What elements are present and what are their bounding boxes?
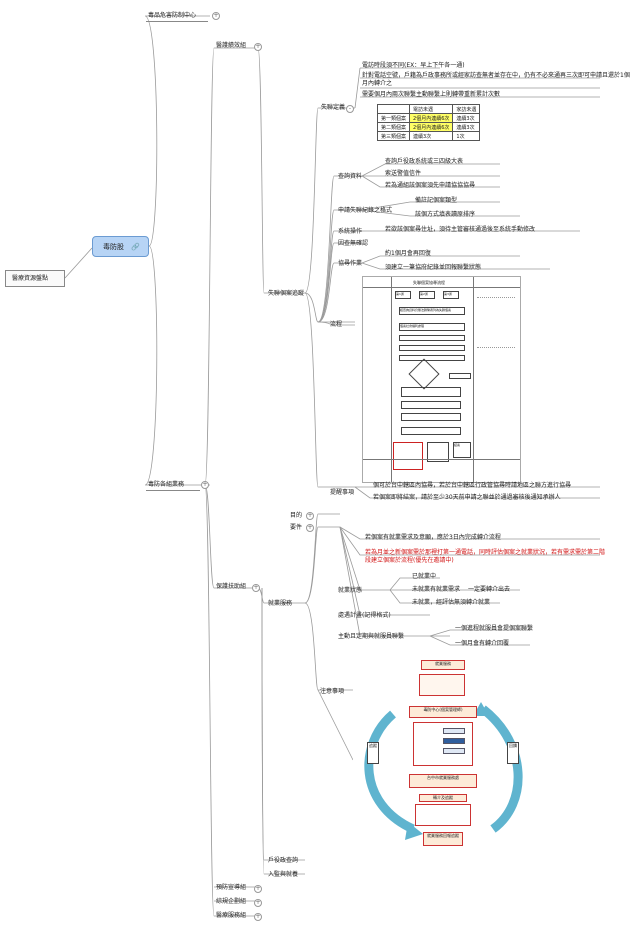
side-label: 醫療資源盤點 xyxy=(12,275,49,282)
group-label[interactable]: 醫護績效組 xyxy=(216,42,247,49)
expand-icon[interactable]: + xyxy=(254,899,262,907)
lost-def-text: 針對電話空號，戶籍為戶政事務所或經家訪查無者並存在中，仍有不必來通再三次即可申請… xyxy=(362,72,630,87)
root-label: 毒防股 xyxy=(103,243,124,251)
branch-label[interactable]: 入監與就養 xyxy=(268,871,299,878)
expand-icon[interactable]: + xyxy=(252,584,260,592)
cycle-box: 就業服務回報追蹤 xyxy=(423,832,463,846)
flowchart-image: 失聯個案協尋流程 第1通 第2通 第3通 經查詢資料仍無法聯繫者列為失聯個案 個… xyxy=(362,276,521,483)
table-cell: 電訪未遇 xyxy=(409,104,454,114)
assist-item: 須建立一筆協府紀錄並回報聯繫狀態 xyxy=(385,264,482,271)
cycle-arrows xyxy=(364,702,523,840)
branch-label[interactable]: 流程 xyxy=(330,321,343,328)
job-note-red: 若為月並之新個案需於那裡打第一通電話，同時評估個案之就業狀況，若有需求需於第二階… xyxy=(365,549,606,564)
cycle-box: 毒防中心(個案管理師) xyxy=(409,706,477,718)
branch-label[interactable]: 就業服務 xyxy=(268,600,293,607)
contact-item: 一個進程就服員會提個案聯繫 xyxy=(455,625,534,632)
expand-icon[interactable]: + xyxy=(254,885,262,893)
cycle-box: 就業服務 xyxy=(421,660,465,670)
table-cell: 2個月內連續6次 xyxy=(409,113,454,123)
remind-item: 個可於台中轄區內協尋，若於台中轄區行政管協尋時請地區之聯方進行協尋 xyxy=(373,482,572,489)
expand-icon[interactable]: + xyxy=(201,481,209,489)
expand-icon[interactable]: + xyxy=(254,43,262,51)
lost-def-text: 需要個月內兩次聯繫主動聯繫上則轉帶重新累計次數 xyxy=(362,91,501,98)
query-item: 索送警值信件 xyxy=(385,170,422,177)
cycle-box: 台中市就業服務處 xyxy=(409,774,477,788)
contact-item: 一個月會有轉介回覆 xyxy=(455,640,510,647)
branch-label[interactable]: 失聯個案追蹤 xyxy=(268,290,305,297)
format-item: 該個方式填表讀原排序 xyxy=(415,211,476,218)
job-status: 未就業，經評估無須轉介就業 xyxy=(412,599,491,606)
group-label[interactable]: 預防宣導組 xyxy=(216,884,247,891)
job-status: 一定要轉介出去 xyxy=(468,586,511,593)
branch-label[interactable]: 目的 xyxy=(290,512,303,519)
cycle-side-label: 回饋 xyxy=(507,742,519,764)
level1-label: 毒品危害防制中心 xyxy=(148,12,197,19)
job-note: 若個案有就業需求及意願，應於3日內完成轉介流程 xyxy=(365,534,501,541)
flow-box: 個案社會福利處理 xyxy=(399,323,465,331)
expand-icon[interactable]: + xyxy=(212,12,220,20)
expand-icon[interactable]: + xyxy=(306,512,314,520)
table-cell: 家訪未遇 xyxy=(452,104,481,114)
group-label[interactable]: 保護扶助組 xyxy=(216,583,247,590)
branch-label[interactable]: 協尋作業 xyxy=(338,260,363,267)
expand-icon[interactable]: + xyxy=(306,524,314,532)
table-cell: 第一類個案 xyxy=(376,113,411,123)
level1-label: 毒防各組業務 xyxy=(148,481,185,488)
table-cell: 連續3次 xyxy=(452,113,481,123)
job-status: 未就業有就業需求 xyxy=(412,586,461,593)
branch-label[interactable]: 處遇計畫(記得格式) xyxy=(338,612,391,619)
flow-title: 失聯個案協尋流程 xyxy=(413,280,445,285)
branch-label[interactable]: 要件 xyxy=(290,524,303,531)
table-cell: 連續3次 xyxy=(409,131,454,141)
branch-label[interactable]: 申請失聯紀錄之格式 xyxy=(338,207,393,214)
link-icon: 🔗 xyxy=(131,243,140,251)
format-item: 備註記個案類型 xyxy=(415,197,458,204)
level1-node-center[interactable]: 毒品危害防制中心 xyxy=(146,10,208,22)
root-node[interactable]: 毒防股 🔗 xyxy=(92,236,149,257)
side-node[interactable]: 醫療資源盤點 xyxy=(5,270,65,287)
group-label[interactable]: 綜規企劃組 xyxy=(216,898,247,905)
table-cell xyxy=(376,104,411,114)
table-cell: 2個月內連續6次 xyxy=(409,122,454,132)
flow-box: 第1通 xyxy=(395,291,411,299)
level1-node-groups[interactable]: 毒防各組業務 xyxy=(146,479,200,491)
remind-item: 若個案即將結案，請於至少30天前申請之聯並於通過審核後通知承辦人 xyxy=(373,494,561,501)
table-cell: 第三類個案 xyxy=(376,131,411,141)
branch-label[interactable]: 就業狀態 xyxy=(338,587,363,594)
flow-box: 第2通 xyxy=(419,291,435,299)
cycle-image: 就業服務 毒防中心(個案管理師) 台中市就業服務處 轉介及追蹤 就業服務回報追蹤… xyxy=(353,654,533,854)
sys-text: 若欲該個案尋住址，須待主管審核通過後至系統手動修改 xyxy=(385,226,536,233)
branch-label[interactable]: 注意事項 xyxy=(320,688,345,695)
table-cell: 第二類個案 xyxy=(376,122,411,132)
flow-box: 第3通 xyxy=(443,291,459,299)
lost-def-text: 電訪時段須不同(EX：早上下午各一通) xyxy=(362,62,465,69)
branch-label[interactable]: 系統操作 xyxy=(338,228,363,235)
job-status: 已就業中 xyxy=(412,573,437,580)
assist-item: 約1個月會再回復 xyxy=(385,250,431,257)
expand-icon[interactable]: - xyxy=(346,105,354,113)
branch-label[interactable]: 因查無確認 xyxy=(338,240,369,247)
branch-label[interactable]: 查詢資料 xyxy=(338,173,363,180)
flow-box: 經查詢資料仍無法聯繫者列為失聯個案 xyxy=(399,307,465,315)
query-item: 查詢戶役政系統或三四級大表 xyxy=(385,158,464,165)
decision-shape xyxy=(408,358,440,390)
branch-label[interactable]: 提醒事項 xyxy=(330,489,355,496)
branch-label[interactable]: 戶役政查詢 xyxy=(268,857,299,864)
table-cell: 1次 xyxy=(452,131,481,141)
table-cell: 連續3次 xyxy=(452,122,481,132)
branch-label[interactable]: 失聯定義 xyxy=(321,104,346,111)
cycle-box: 轉介及追蹤 xyxy=(419,794,467,802)
flow-box: 結案 xyxy=(453,442,471,458)
expand-icon[interactable]: + xyxy=(254,913,262,921)
branch-label[interactable]: 主動且定期與就服員聯繫 xyxy=(338,633,405,640)
query-item: 若為通組該個案須先申請協協協尋 xyxy=(385,182,476,189)
group-label[interactable]: 醫療服務組 xyxy=(216,912,247,919)
cycle-side-label: 追蹤 xyxy=(367,742,379,764)
